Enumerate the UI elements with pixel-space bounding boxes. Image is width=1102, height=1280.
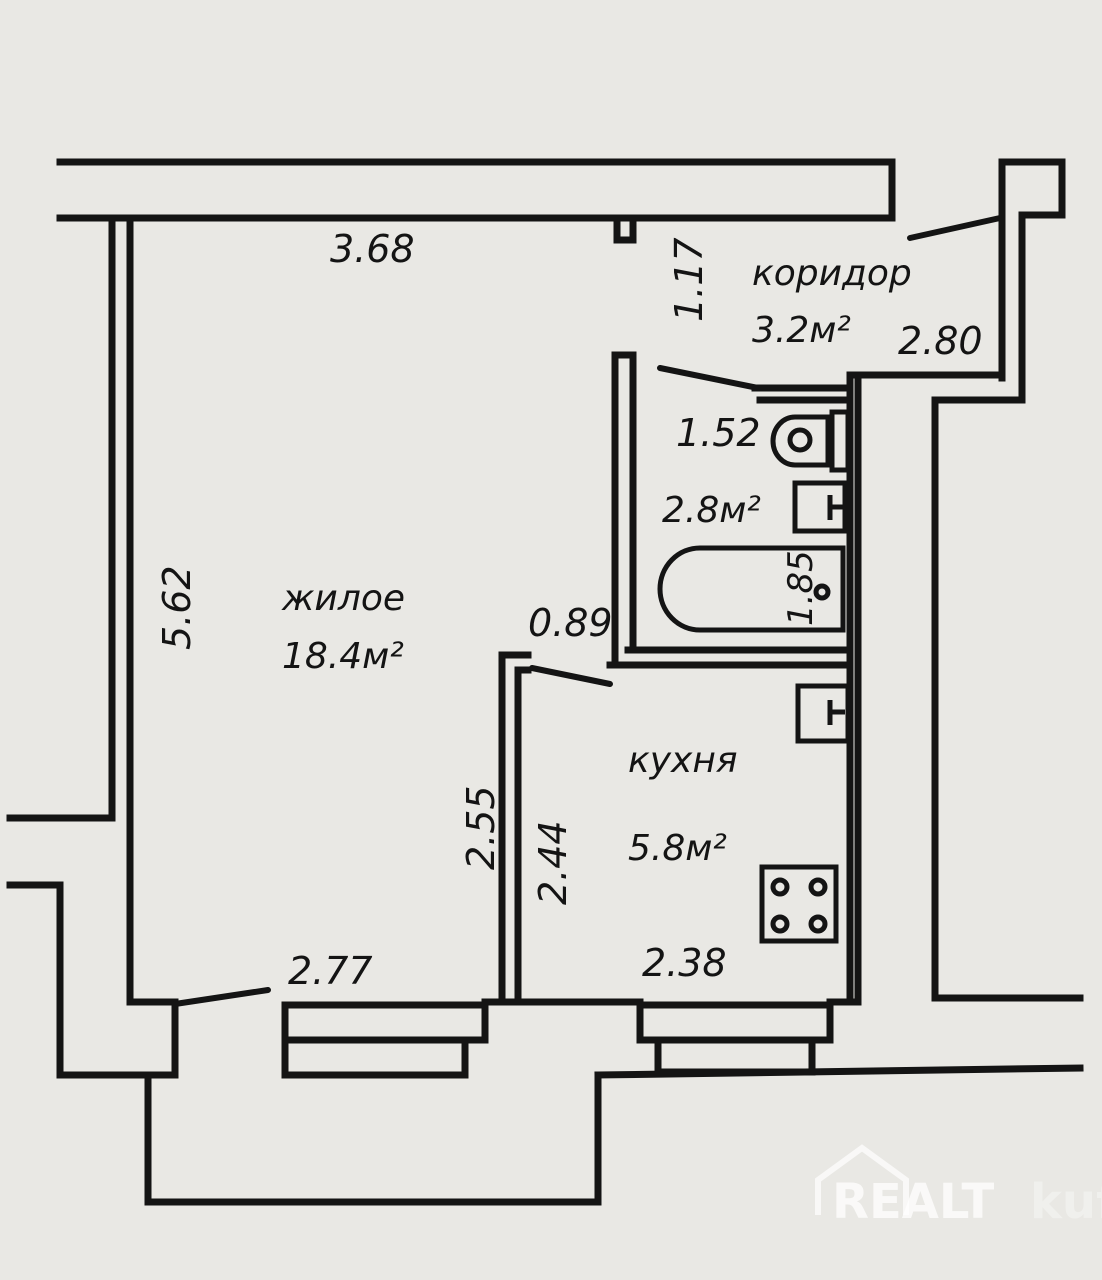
window-living-sill [281, 1036, 469, 1079]
central-wall [846, 371, 862, 1004]
dim-bathroom-length: 1.85 [781, 550, 821, 626]
window-kitchen-sill [654, 1036, 816, 1076]
kitchen-area: 5.8м² [628, 828, 727, 869]
room-labels: жилое 18.4м² коридор 3.2м² 2.8м² кухня 5… [281, 253, 912, 869]
living-room-name: жилое [281, 578, 405, 619]
dim-kitchen-bottom: 2.38 [642, 941, 727, 985]
living-room-area: 18.4м² [282, 636, 404, 677]
doors [172, 215, 1003, 1007]
dim-living-top: 3.68 [330, 227, 415, 271]
wall-left-lower [6, 881, 179, 1079]
bathroom-left-wall [611, 351, 637, 669]
kitchen-name: кухня [628, 740, 738, 781]
door-bathroom [657, 365, 761, 391]
bathroom-top-wall [751, 384, 854, 404]
dim-kitchen-left-outer: 2.55 [459, 785, 503, 870]
wall-left-upper [6, 218, 116, 822]
balcony-outline [144, 1074, 602, 1206]
stove-icon [759, 864, 839, 944]
dim-kitchen-left-inner: 2.44 [531, 820, 575, 905]
dim-corridor-width: 1.17 [667, 237, 711, 322]
bathroom-kitchen-wall [606, 646, 854, 669]
kitchen-left-wall [498, 651, 532, 1004]
dim-bathroom-width: 1.52 [676, 411, 761, 455]
door-entrance [907, 215, 1003, 241]
sink-kitchen-icon [795, 683, 851, 744]
window-living-frame [281, 1001, 489, 1044]
door-kitchen [529, 665, 613, 687]
realt-watermark: REALT kufa [815, 1144, 1102, 1230]
wall-left-inner [126, 218, 179, 1006]
fixtures [657, 409, 851, 944]
watermark-faded-text: kufa [1030, 1174, 1102, 1230]
watermark-house-icon [815, 1144, 909, 1215]
watermark-logo-text: REALT [832, 1174, 995, 1230]
dimension-labels: 3.68 5.62 2.77 2.55 2.44 2.38 1.17 2.80 … [155, 227, 983, 993]
dim-kitchen-door: 0.89 [528, 601, 613, 645]
window-kitchen-frame [636, 1001, 834, 1044]
bathtub-icon [657, 545, 846, 633]
sink-bathroom-icon [792, 480, 848, 534]
corridor-area: 3.2м² [752, 310, 851, 351]
corridor-right-wall [931, 158, 1084, 1002]
wall-stub [613, 216, 637, 244]
door-living [172, 987, 271, 1007]
toilet-icon [770, 409, 851, 473]
corridor-name: коридор [752, 253, 912, 294]
dim-corridor-length: 2.80 [898, 319, 983, 363]
dim-living-bottom: 2.77 [288, 949, 373, 993]
dim-living-left: 5.62 [155, 565, 199, 650]
bathroom-area: 2.8м² [662, 490, 761, 531]
walls [6, 158, 1084, 1206]
wall-top [56, 158, 896, 222]
